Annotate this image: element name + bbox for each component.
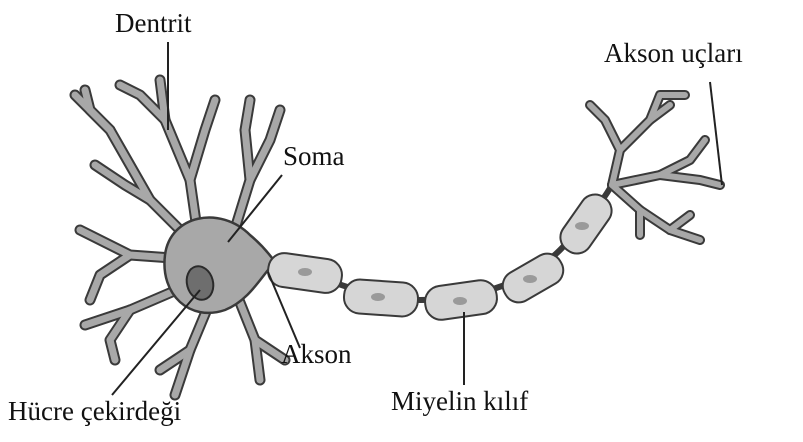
axon-terminals-label: Akson uçları [604, 40, 743, 67]
soma-body [164, 218, 275, 313]
nucleus-label: Hücre çekirdeği [8, 398, 181, 425]
axon-label: Akson [281, 341, 352, 368]
nucleus-leader [112, 290, 200, 395]
myelin-sheath-label: Miyelin kılıf [391, 388, 528, 415]
axon-terminals-leader [710, 82, 722, 185]
soma-label: Soma [283, 143, 345, 170]
dendrite-label: Dentrit [115, 10, 191, 37]
myelin-sheath-segments [266, 189, 617, 322]
